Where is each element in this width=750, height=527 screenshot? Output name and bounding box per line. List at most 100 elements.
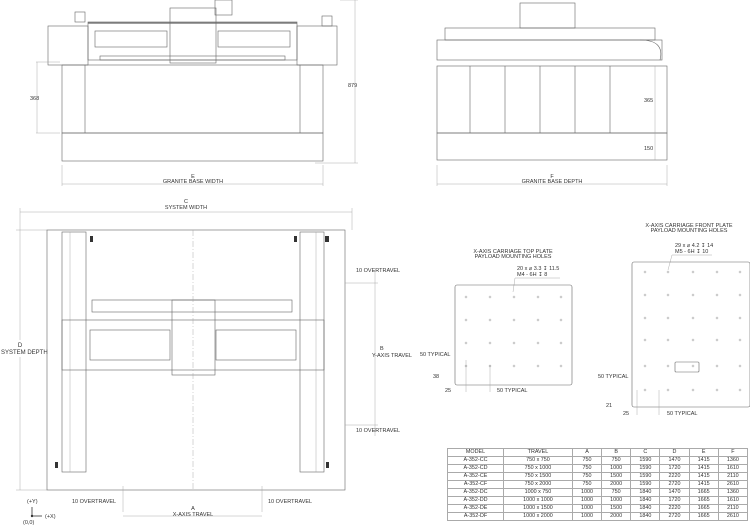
system-depth-label: SYSTEM DEPTH bbox=[1, 350, 48, 356]
table-cell: 1415 bbox=[688, 480, 719, 489]
table-cell: 1500 bbox=[601, 504, 632, 513]
y-travel-label: Y-AXIS TRAVEL bbox=[372, 353, 412, 359]
mounting-hole bbox=[512, 364, 516, 368]
mounting-hole bbox=[715, 388, 719, 392]
front-plate-title-1: X-AXIS CARRIAGE FRONT PLATE bbox=[645, 223, 733, 229]
side-height-base: 150 bbox=[644, 146, 653, 152]
table-cell: 1000 x 750 bbox=[503, 488, 573, 497]
front-height-base: 368 bbox=[30, 96, 39, 102]
side-height-top: 365 bbox=[644, 98, 653, 104]
mounting-hole bbox=[536, 318, 540, 322]
front-plate-dim-21: 21 bbox=[606, 403, 612, 409]
top-plate-spec-1: 20 x ⌀ 3.3 ↧ 11.5 bbox=[517, 265, 559, 272]
table-cell: 1665 bbox=[688, 496, 719, 505]
system-width-letter: C bbox=[184, 199, 188, 205]
table-cell: 1000 bbox=[601, 496, 632, 505]
y-travel-letter: B bbox=[380, 346, 384, 352]
table-cell: 2110 bbox=[717, 504, 749, 513]
table-cell: 750 bbox=[601, 456, 632, 465]
table-cell: A-352-DE bbox=[446, 504, 505, 513]
front-dim-letter: E bbox=[191, 174, 195, 180]
top-plate-spec-2: M4 - 6H ↧ 8 bbox=[517, 271, 547, 278]
table-cell: 1720 bbox=[659, 496, 690, 505]
system-width-label: SYSTEM WIDTH bbox=[165, 205, 207, 211]
mounting-hole bbox=[715, 270, 719, 274]
table-cell: 2000 bbox=[601, 512, 632, 521]
mounting-hole bbox=[691, 316, 695, 320]
table-cell: 1000 bbox=[601, 464, 632, 473]
mounting-hole bbox=[643, 293, 647, 297]
table-cell: 2720 bbox=[659, 512, 690, 521]
top-plate-detail: X-AXIS CARRIAGE TOP PLATE PAYLOAD MOUNTI… bbox=[420, 249, 573, 394]
table-cell: 2110 bbox=[717, 472, 749, 481]
table-cell: 2220 bbox=[659, 472, 690, 481]
origin-label: (0,0) bbox=[23, 520, 34, 526]
mounting-hole bbox=[559, 318, 563, 322]
mounting-hole bbox=[666, 316, 670, 320]
table-cell: 1470 bbox=[659, 488, 690, 497]
table-cell: 1840 bbox=[630, 504, 661, 513]
side-dim-label: GRANITE BASE DEPTH bbox=[522, 179, 583, 185]
table-cell: 1840 bbox=[630, 488, 661, 497]
table-cell: 1840 bbox=[630, 512, 661, 521]
table-cell: 2000 bbox=[601, 480, 632, 489]
table-cell: 1360 bbox=[717, 488, 749, 497]
column-header: D bbox=[659, 448, 690, 457]
mounting-hole bbox=[738, 388, 742, 392]
mounting-hole bbox=[666, 388, 670, 392]
overtravel-left: 10 OVERTRAVEL bbox=[72, 499, 116, 505]
table-cell: A-352-CD bbox=[446, 464, 505, 473]
table-cell: 2720 bbox=[659, 480, 690, 489]
mounting-hole bbox=[559, 295, 563, 299]
mounting-hole bbox=[488, 318, 492, 322]
axis-indicator-icon bbox=[30, 507, 42, 518]
mounting-hole bbox=[691, 338, 695, 342]
table-cell: 2610 bbox=[717, 480, 749, 489]
table-cell: A-352-CF bbox=[446, 480, 505, 489]
axis-y-label: (+Y) bbox=[27, 499, 38, 505]
mounting-hole bbox=[488, 341, 492, 345]
mounting-hole bbox=[643, 364, 647, 368]
column-header: A bbox=[571, 448, 603, 457]
table-cell: A-352-CC bbox=[446, 456, 505, 465]
front-plate-title-2: PAYLOAD MOUNTING HOLES bbox=[651, 228, 728, 234]
table-cell: 2220 bbox=[659, 504, 690, 513]
front-plate-typical-h: 50 TYPICAL bbox=[667, 411, 697, 417]
top-view: C SYSTEM WIDTH D SYSTEM DEPTH B Y-AXIS T… bbox=[1, 199, 412, 526]
mounting-hole bbox=[715, 293, 719, 297]
mounting-hole bbox=[738, 338, 742, 342]
table-cell: 1000 bbox=[571, 504, 603, 513]
top-plate-title-1: X-AXIS CARRIAGE TOP PLATE bbox=[473, 249, 553, 255]
front-height-total: 879 bbox=[348, 83, 357, 89]
table-cell: 2610 bbox=[717, 512, 749, 521]
table-cell: 1000 x 1000 bbox=[503, 496, 573, 505]
column-header: B bbox=[601, 448, 632, 457]
overtravel-bottom: 10 OVERTRAVEL bbox=[356, 428, 400, 434]
top-plate-title-2: PAYLOAD MOUNTING HOLES bbox=[475, 254, 552, 260]
table-cell: 1840 bbox=[630, 496, 661, 505]
table-cell: 750 bbox=[601, 488, 632, 497]
x-travel-label: X-AXIS TRAVEL bbox=[173, 512, 213, 518]
top-plate-dim-25: 25 bbox=[445, 388, 451, 394]
top-plate-typical-v: 50 TYPICAL bbox=[420, 352, 450, 358]
mounting-hole bbox=[738, 270, 742, 274]
mounting-hole bbox=[643, 270, 647, 274]
mounting-hole bbox=[512, 295, 516, 299]
mounting-hole bbox=[715, 338, 719, 342]
front-dim-label: GRANITE BASE WIDTH bbox=[163, 179, 223, 185]
table-cell: 1610 bbox=[717, 464, 749, 473]
table-cell: 750 x 750 bbox=[503, 456, 573, 465]
mounting-hole bbox=[738, 364, 742, 368]
mounting-hole bbox=[464, 295, 468, 299]
mounting-hole bbox=[464, 341, 468, 345]
table-cell: 1000 bbox=[571, 496, 603, 505]
table-cell: 1665 bbox=[688, 504, 719, 513]
table-cell: 1000 x 2000 bbox=[503, 512, 573, 521]
